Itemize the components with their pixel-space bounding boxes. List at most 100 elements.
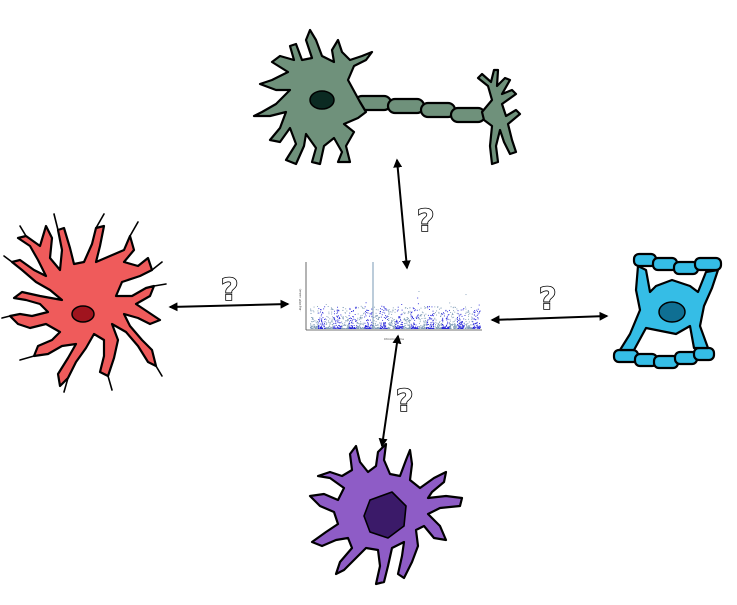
manhattan-point [413, 323, 415, 325]
manhattan-point [476, 314, 478, 316]
manhattan-point [316, 327, 318, 329]
manhattan-point [438, 311, 440, 313]
manhattan-point [357, 323, 359, 325]
manhattan-point [430, 323, 432, 325]
manhattan-point [430, 322, 432, 323]
manhattan-point [391, 321, 393, 323]
manhattan-point [321, 328, 323, 329]
manhattan-point [367, 309, 368, 311]
manhattan-point [373, 320, 375, 322]
manhattan-point [366, 309, 368, 311]
manhattan-point [462, 325, 464, 326]
manhattan-point [376, 324, 378, 326]
manhattan-point [454, 311, 456, 313]
manhattan-point [432, 320, 434, 322]
manhattan-point [403, 319, 405, 321]
manhattan-point [384, 327, 386, 329]
manhattan-point [468, 314, 470, 316]
manhattan-point [354, 327, 356, 329]
manhattan-point [421, 327, 423, 328]
manhattan-point [405, 307, 407, 308]
manhattan-point [412, 316, 413, 318]
manhattan-point [330, 321, 332, 323]
manhattan-point [408, 311, 409, 313]
manhattan-point [476, 326, 478, 328]
manhattan-point [365, 311, 366, 312]
manhattan-point [314, 327, 316, 329]
manhattan-point [375, 312, 377, 314]
manhattan-point [330, 309, 332, 311]
manhattan-point [440, 314, 442, 316]
manhattan-point [383, 322, 385, 324]
manhattan-point [453, 306, 455, 308]
manhattan-point [311, 321, 313, 323]
manhattan-point [416, 327, 418, 329]
manhattan-point [479, 327, 480, 329]
manhattan-point [321, 321, 322, 323]
manhattan-point [419, 326, 420, 328]
manhattan-point [310, 308, 312, 310]
manhattan-point [331, 327, 333, 328]
manhattan-point [356, 325, 358, 327]
manhattan-point [363, 327, 365, 329]
manhattan-point [437, 306, 439, 308]
manhattan-point [338, 325, 340, 327]
manhattan-point [411, 325, 413, 327]
manhattan-point [447, 326, 449, 328]
manhattan-point [467, 327, 469, 329]
manhattan-point [383, 322, 385, 323]
manhattan-point [374, 324, 376, 326]
manhattan-point [384, 312, 386, 314]
manhattan-point [396, 310, 398, 312]
manhattan-point [394, 321, 396, 323]
manhattan-point [321, 328, 323, 329]
manhattan-point [463, 326, 465, 328]
manhattan-point [403, 326, 405, 327]
manhattan-point [360, 323, 362, 325]
manhattan-point [437, 306, 439, 308]
manhattan-point [325, 327, 327, 329]
manhattan-point [312, 310, 314, 312]
manhattan-point [412, 326, 414, 328]
manhattan-point [437, 324, 439, 325]
manhattan-point [446, 328, 448, 329]
manhattan-point [449, 328, 451, 329]
manhattan-point [436, 327, 438, 329]
manhattan-point [465, 306, 467, 308]
manhattan-point [451, 315, 453, 317]
manhattan-point [401, 327, 403, 329]
manhattan-point [356, 327, 358, 329]
manhattan-point [465, 321, 467, 322]
manhattan-point [397, 320, 399, 322]
manhattan-point [427, 320, 429, 322]
manhattan-point [400, 326, 402, 328]
manhattan-point [455, 326, 457, 328]
manhattan-point [345, 312, 347, 314]
question-mark-bottom: ? [396, 384, 413, 419]
manhattan-point [316, 323, 318, 325]
manhattan-point [329, 323, 331, 325]
manhattan-point [454, 326, 456, 327]
manhattan-point [346, 310, 348, 312]
manhattan-point [410, 314, 412, 315]
manhattan-point [370, 314, 372, 316]
manhattan-point [428, 327, 430, 329]
manhattan-point [396, 326, 398, 328]
manhattan-point [411, 327, 413, 329]
manhattan-point [403, 313, 405, 315]
manhattan-point [424, 324, 426, 326]
manhattan-point [331, 308, 333, 310]
manhattan-point [385, 318, 386, 320]
manhattan-point [416, 328, 418, 329]
manhattan-point [454, 323, 456, 325]
manhattan-point [441, 313, 443, 314]
manhattan-point [421, 327, 423, 329]
manhattan-point [414, 319, 416, 321]
manhattan-point [447, 311, 449, 313]
manhattan-x-label: Chromosome [384, 337, 404, 341]
manhattan-point [472, 327, 474, 329]
manhattan-point [460, 324, 461, 326]
manhattan-point [330, 307, 332, 309]
manhattan-point [399, 325, 401, 327]
manhattan-point [382, 311, 384, 313]
